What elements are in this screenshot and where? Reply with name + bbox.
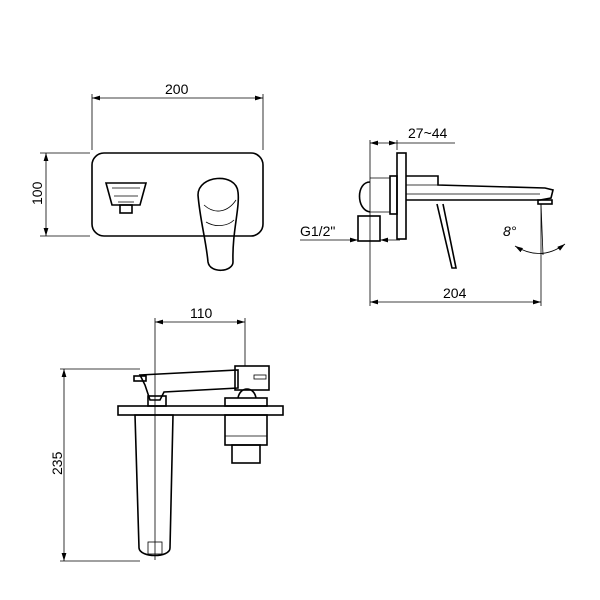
center-distance-dim-label: 110: [190, 305, 213, 321]
wall-plate-side: [396, 152, 407, 240]
height-dim-label: 100: [29, 181, 45, 205]
top-view: 110 235: [49, 305, 284, 562]
lever-handle: [197, 177, 240, 272]
diverter-top: [234, 365, 270, 391]
lever-side: [436, 203, 457, 269]
spout-top: [134, 414, 174, 557]
spout-reach-dim-label: 204: [443, 285, 467, 301]
front-view: 200 100: [29, 81, 264, 272]
spout-side: [406, 175, 554, 201]
width-dim-label: 200: [165, 81, 189, 97]
thread-label: G1/2": [300, 223, 335, 239]
diverter-knob: [104, 182, 148, 214]
wall-plate-top: [117, 405, 284, 416]
knob-side: [358, 181, 371, 213]
cartridge-body: [224, 414, 268, 446]
side-view: 27~44 G1/2" 204 8°: [300, 125, 566, 306]
overall-length-dim-label: 235: [49, 451, 65, 475]
wall-plate: [91, 152, 264, 237]
angle-label: 8°: [503, 223, 517, 239]
wall-depth-dim-label: 27~44: [408, 125, 448, 141]
